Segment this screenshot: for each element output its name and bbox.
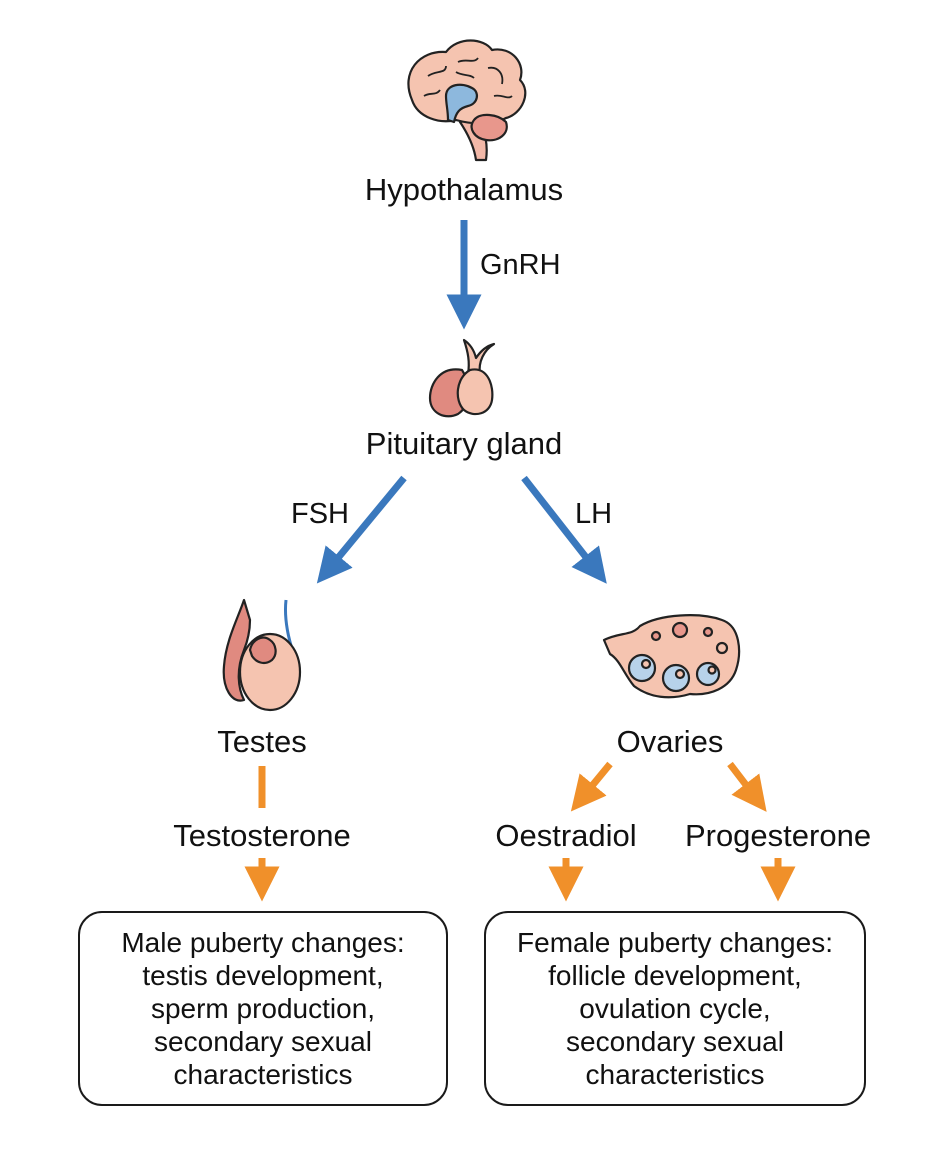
pituitary-gland-icon <box>428 338 496 418</box>
ovaries-label: Ovaries <box>616 724 724 759</box>
male-box-line-1: Male puberty changes: <box>121 927 405 958</box>
female-puberty-box: Female puberty changes: follicle develop… <box>484 911 866 1106</box>
male-box-line-2: testis development, <box>142 960 384 991</box>
hypothalamus-label: Hypothalamus <box>364 172 564 207</box>
ovaries-to-oestradiol-arrow <box>570 761 613 812</box>
female-box-line-5: characteristics <box>585 1059 765 1090</box>
testis-icon <box>222 598 302 712</box>
male-puberty-box: Male puberty changes: testis development… <box>78 911 448 1106</box>
male-box-line-5: characteristics <box>173 1059 353 1090</box>
female-box-line-2: follicle development, <box>548 960 802 991</box>
ovary-icon <box>602 614 741 699</box>
female-box-line-3: ovulation cycle, <box>579 993 771 1024</box>
pituitary-gland-label: Pituitary gland <box>365 426 563 461</box>
fsh-label: FSH <box>291 498 349 530</box>
ovaries-to-progesterone-arrow <box>727 761 767 812</box>
fsh-arrow <box>316 475 407 584</box>
male-box-line-3: sperm production, <box>150 993 376 1024</box>
progesterone-label: Progesterone <box>684 818 872 853</box>
lh-arrow <box>521 475 607 584</box>
lh-label: LH <box>575 498 613 530</box>
gnrh-label: GnRH <box>480 249 561 281</box>
testes-label: Testes <box>217 724 307 759</box>
female-box-line-4: secondary sexual <box>566 1026 784 1057</box>
testosterone-label: Testosterone <box>173 818 351 853</box>
oestradiol-label: Oestradiol <box>495 818 637 853</box>
brain-icon <box>407 39 527 162</box>
female-box-line-1: Female puberty changes: <box>517 927 833 958</box>
male-box-line-4: secondary sexual <box>154 1026 372 1057</box>
